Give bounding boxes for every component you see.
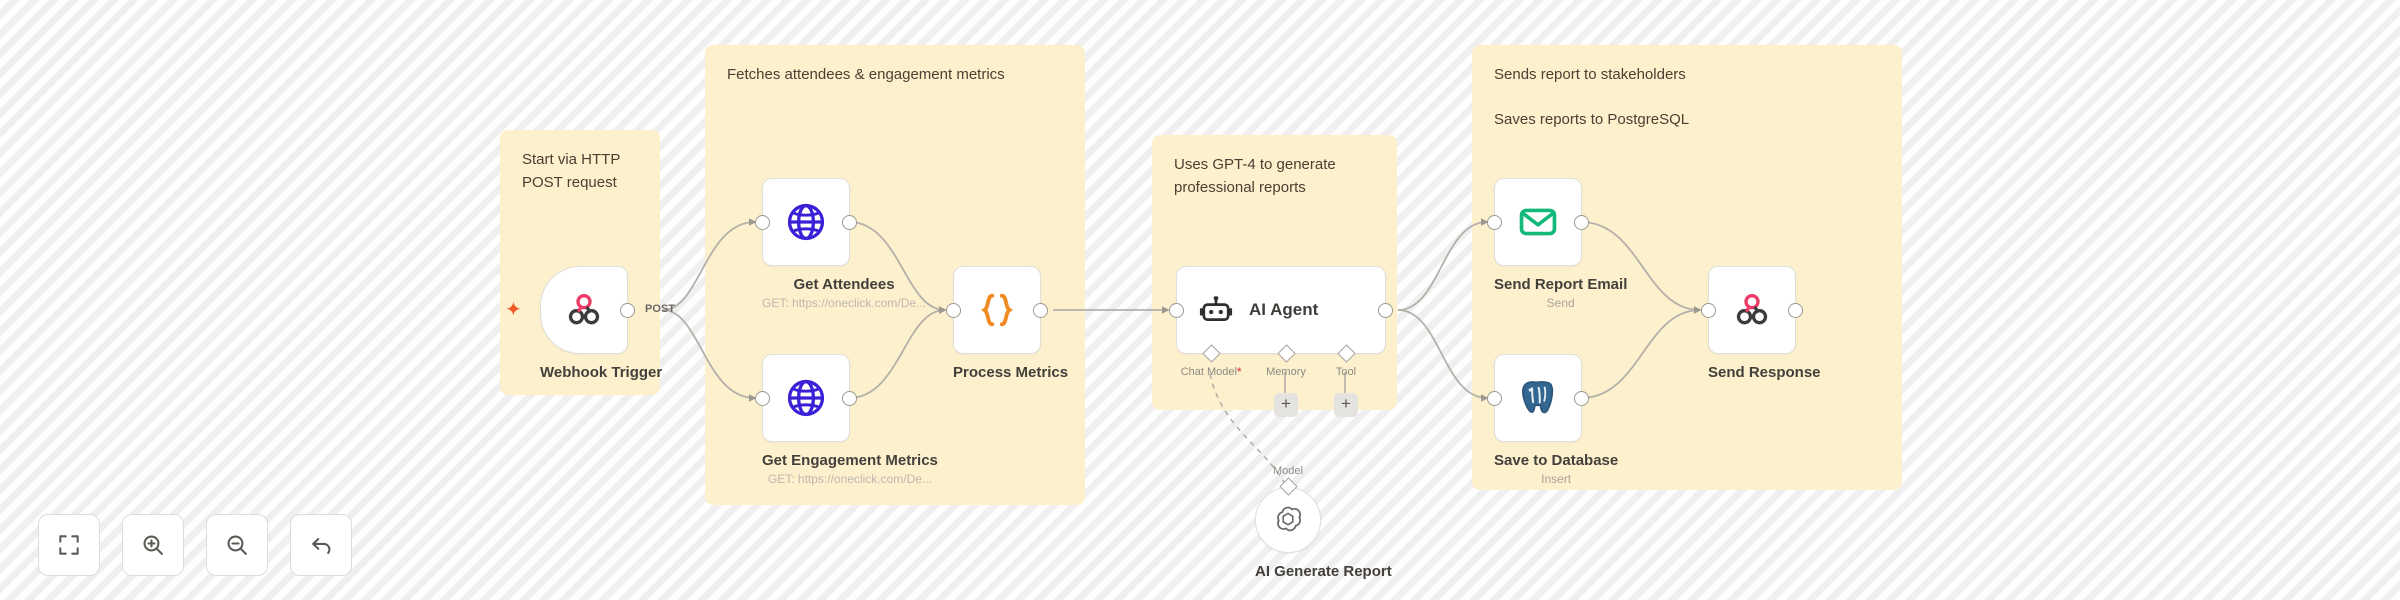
node-title: Webhook Trigger: [540, 364, 663, 381]
sticky-note-text: Sends report to stakeholders: [1494, 66, 1686, 83]
fit-to-view-button[interactable]: [38, 514, 100, 576]
node-subtitle: Send: [1546, 296, 1575, 310]
zoom-in-icon: [143, 535, 163, 555]
n8n-webhook-icon: [568, 294, 600, 325]
input-port[interactable]: [946, 302, 961, 318]
sticky-note-text: Uses GPT-4 to generate professional repo…: [1174, 156, 1336, 197]
node-send-report-email[interactable]: Send Report Email Send: [1487, 178, 1628, 310]
node-title: Get Attendees: [793, 276, 895, 293]
output-port[interactable]: [1574, 214, 1589, 230]
sticky-note-text: Fetches attendees & engagement metrics: [727, 66, 1005, 83]
node-send-response[interactable]: Send Response: [1701, 266, 1821, 381]
node-title: Save to Database: [1494, 452, 1619, 469]
node-title: Process Metrics: [953, 364, 1069, 381]
globe-icon: [787, 203, 825, 241]
node-body[interactable]: AI Agent: [1169, 266, 1393, 363]
subport-label-memory: Memory: [1266, 366, 1306, 378]
subport-label-text: Chat Model: [1180, 366, 1237, 378]
canvas-toolbar: [38, 514, 352, 576]
input-port[interactable]: [755, 390, 770, 406]
node-webhook-trigger[interactable]: ✦ POST Webhook Trigger: [505, 266, 675, 381]
node-title: Get Engagement Metrics: [762, 452, 938, 469]
input-port[interactable]: [1487, 390, 1502, 406]
node-body[interactable]: [1255, 487, 1321, 553]
subport-label-model: Model: [1273, 465, 1303, 477]
node-title: Send Response: [1708, 364, 1821, 381]
envelope-icon: [1519, 208, 1557, 236]
sticky-note-text: Start via HTTP POST request: [522, 151, 621, 192]
zoom-out-icon: [227, 535, 247, 555]
output-port[interactable]: [1033, 302, 1048, 318]
sticky-note-text: Saves reports to PostgreSQL: [1494, 111, 1690, 129]
input-port[interactable]: [1701, 302, 1716, 318]
required-asterisk: *: [1236, 366, 1242, 378]
node-body[interactable]: [1701, 266, 1803, 354]
output-port[interactable]: [1788, 302, 1803, 318]
node-subtitle: GET: https://oneclick.com/De...: [762, 296, 927, 310]
subport-label-tool: Tool: [1335, 366, 1357, 378]
zoom-in-button[interactable]: [122, 514, 184, 576]
node-title: AI Agent: [1249, 300, 1319, 319]
globe-icon: [787, 379, 825, 417]
robot-icon: [1199, 296, 1233, 321]
input-port[interactable]: [1487, 214, 1502, 230]
add-memory-button[interactable]: +: [1274, 393, 1298, 417]
node-body[interactable]: [755, 178, 857, 266]
node-title: AI Generate Report: [1255, 563, 1392, 580]
output-port[interactable]: [1574, 390, 1589, 406]
node-get-attendees[interactable]: Get Attendees GET: https://oneclick.com/…: [755, 178, 927, 310]
node-title: Send Report Email: [1494, 276, 1628, 293]
node-subtitle: GET: https://oneclick.com/De...: [767, 472, 932, 486]
lightning-bolt-icon: ✦: [505, 299, 522, 321]
postgresql-icon: [1522, 381, 1554, 414]
reset-zoom-button[interactable]: [290, 514, 352, 576]
input-port[interactable]: [755, 214, 770, 230]
node-save-to-database[interactable]: Save to Database Insert: [1487, 354, 1619, 486]
node-body[interactable]: [1487, 354, 1589, 442]
zoom-out-button[interactable]: [206, 514, 268, 576]
output-port-label: POST: [645, 303, 675, 315]
node-ai-agent[interactable]: AI Agent Chat Model* Memory Tool + +: [1169, 266, 1393, 417]
subport-label-chat-model: Chat Model*: [1181, 366, 1242, 378]
node-ai-generate-report[interactable]: Model AI Generate Report: [1255, 465, 1392, 580]
node-process-metrics[interactable]: Process Metrics: [946, 266, 1069, 381]
node-body[interactable]: ✦ POST: [505, 266, 675, 354]
node-subtitle: Insert: [1541, 472, 1572, 486]
output-port[interactable]: [1378, 302, 1393, 318]
output-port[interactable]: [620, 302, 635, 318]
n8n-webhook-icon: [1736, 294, 1768, 325]
openai-icon: [1277, 506, 1302, 532]
node-body[interactable]: [946, 266, 1048, 354]
undo-arrow-icon: [312, 538, 331, 555]
node-get-engagement-metrics[interactable]: Get Engagement Metrics GET: https://onec…: [755, 354, 938, 486]
fit-screen-icon: [59, 535, 79, 555]
output-port[interactable]: [842, 214, 857, 230]
add-tool-button[interactable]: +: [1334, 393, 1358, 417]
node-body[interactable]: [755, 354, 857, 442]
code-braces-icon: [981, 293, 1013, 327]
output-port[interactable]: [842, 390, 857, 406]
input-port[interactable]: [1169, 302, 1184, 318]
node-body[interactable]: [1487, 178, 1589, 266]
